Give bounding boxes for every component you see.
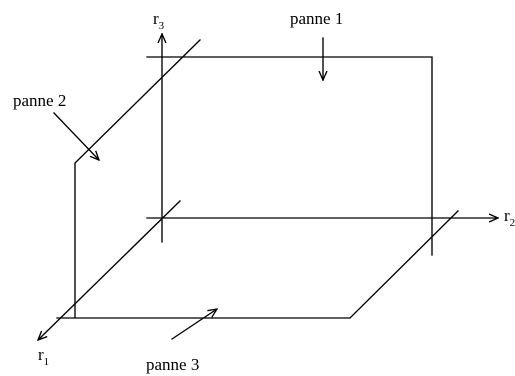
plane-panne-1 xyxy=(146,56,433,256)
axis-r2-label: r2 xyxy=(504,206,515,229)
label-panne-3: panne 3 xyxy=(146,355,199,374)
arrow-panne-3 xyxy=(171,308,217,340)
arrow-panne-2 xyxy=(53,112,99,160)
axis-r1 xyxy=(38,200,181,340)
plane-panne-3 xyxy=(56,210,459,319)
label-panne-2: panne 2 xyxy=(13,91,66,110)
axis-r3-label: r3 xyxy=(153,9,165,32)
label-panne-1: panne 1 xyxy=(290,9,343,28)
plane-panne-2 xyxy=(74,39,201,318)
axis-r1-label: r1 xyxy=(38,345,49,368)
